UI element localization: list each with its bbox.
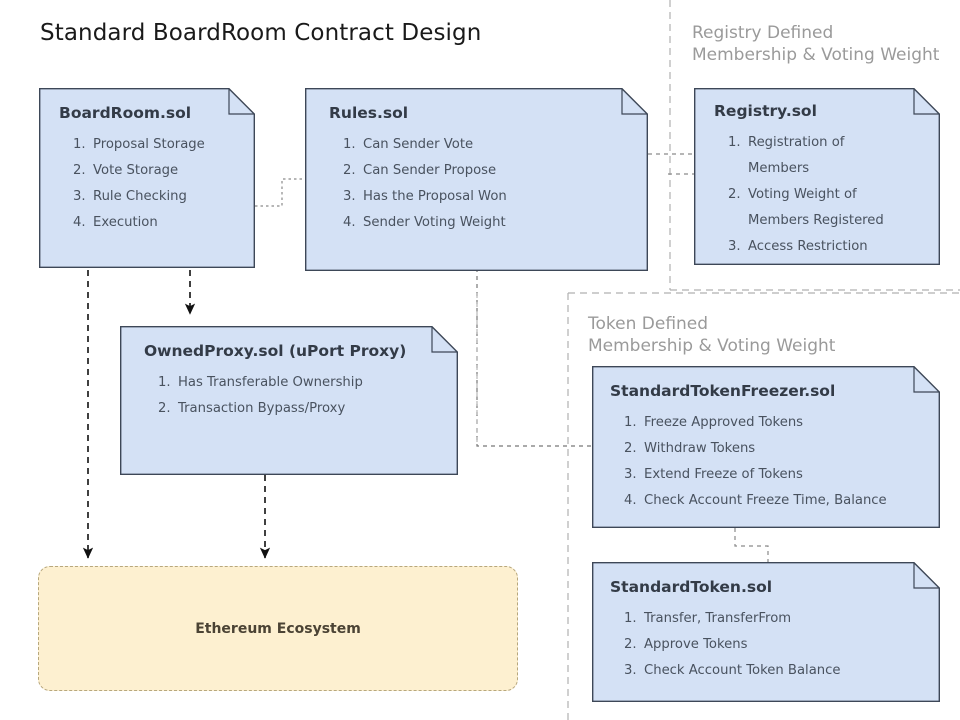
item-number: 1. — [73, 137, 86, 152]
card-list-rules: 1. Can Sender Vote 2. Can Sender Propose 3… — [325, 132, 632, 236]
list-item: 3. Check Account Token Balance — [606, 658, 924, 684]
item-number: 1. — [624, 611, 637, 626]
list-item: 3. Has the Proposal Won — [325, 184, 632, 210]
list-item: 1. Transfer, TransferFrom — [606, 606, 924, 632]
card-shape-ownedproxy — [120, 326, 458, 475]
list-item: 2. Vote Storage — [55, 158, 239, 184]
list-item: 2. Transaction Bypass/Proxy — [140, 396, 442, 422]
list-item: 3. Access Restriction — [710, 234, 926, 260]
item-text: Freeze Approved Tokens — [644, 415, 804, 430]
item-number: 2. — [624, 637, 637, 652]
card-title-standardtoken: StandardToken.sol — [610, 578, 773, 596]
card-list-standardtoken: 1. Transfer, TransferFrom 2. Approve Token… — [606, 606, 924, 684]
item-number: 2. — [343, 163, 356, 178]
page-title: Standard BoardRoom Contract Design — [40, 20, 482, 46]
item-number: 3. — [73, 189, 86, 204]
list-item: 4. Execution — [55, 210, 239, 236]
item-number: 4. — [624, 493, 637, 508]
item-text: Has the Proposal Won — [363, 189, 507, 204]
item-text: Transfer, TransferFrom — [644, 611, 792, 626]
ethereum-ecosystem-label: Ethereum Ecosystem — [195, 620, 361, 637]
item-text: Check Account Token Balance — [644, 663, 841, 678]
item-text: Execution — [93, 215, 158, 230]
item-number: 4. — [73, 215, 86, 230]
card-title-boardroom: BoardRoom.sol — [59, 104, 192, 122]
card-shape-standardtoken — [592, 562, 940, 702]
item-number: 3. — [624, 467, 637, 482]
item-text: Sender Voting Weight — [363, 215, 506, 230]
item-text: Approve Tokens — [644, 637, 748, 652]
list-item: 4. Sender Voting Weight — [325, 210, 632, 236]
list-item: 2. Can Sender Propose — [325, 158, 632, 184]
card-ownedproxy[interactable]: OwnedProxy.sol (uPort Proxy) 1. Has Trans… — [120, 326, 458, 475]
card-standardtokenfreezer[interactable]: StandardTokenFreezer.sol 1. Freeze Approv… — [592, 366, 940, 528]
card-title-registry: Registry.sol — [714, 102, 817, 120]
boardroom-to-rules-connector — [255, 178, 305, 207]
item-text: Registration of Members — [748, 135, 845, 176]
item-number: 2. — [728, 187, 741, 202]
item-number: 1. — [728, 135, 741, 150]
card-rules[interactable]: Rules.sol 1. Can Sender Vote 2. Can Sender… — [305, 88, 648, 271]
item-text: Extend Freeze of Tokens — [644, 467, 803, 482]
item-text: Transaction Bypass/Proxy — [178, 401, 346, 416]
item-number: 1. — [158, 375, 171, 390]
list-item: 2. Approve Tokens — [606, 632, 924, 658]
list-item: 3. Extend Freeze of Tokens — [606, 462, 924, 488]
card-shape-standardtokenfreezer — [592, 366, 940, 528]
card-boardroom[interactable]: BoardRoom.sol 1. Proposal Storage 2. Vote … — [39, 88, 255, 268]
registry-group-label: Registry Defined Membership & Voting Wei… — [692, 23, 940, 65]
item-text: Has Transferable Ownership — [178, 375, 363, 390]
item-number: 3. — [343, 189, 356, 204]
token-group-label: Token Defined Membership & Voting Weight — [588, 314, 836, 356]
card-registry[interactable]: Registry.sol 1. Registration of Members 2… — [694, 88, 940, 265]
rules-to-registry-connector — [648, 153, 694, 175]
list-item: 1. Has Transferable Ownership — [140, 370, 442, 396]
item-number: 3. — [624, 663, 637, 678]
list-item: 3. Rule Checking — [55, 184, 239, 210]
item-number: 2. — [158, 401, 171, 416]
list-item: 1. Registration of Members — [710, 130, 926, 182]
rules-to-token-connector — [476, 268, 592, 447]
card-standardtoken[interactable]: StandardToken.sol 1. Transfer, TransferFr… — [592, 562, 940, 702]
list-item: 2. Voting Weight of Members Registered — [710, 182, 926, 234]
list-item: 4. Check Account Freeze Time, Balance — [606, 488, 924, 514]
card-list-standardtokenfreezer: 1. Freeze Approved Tokens 2. Withdraw Toke… — [606, 410, 924, 514]
list-item: 1. Can Sender Vote — [325, 132, 632, 158]
item-number: 1. — [343, 137, 356, 152]
item-text: Can Sender Propose — [363, 163, 497, 178]
item-text: Access Restriction — [748, 239, 868, 254]
card-list-boardroom: 1. Proposal Storage 2. Vote Storage 3. Rule… — [55, 132, 239, 236]
item-number: 2. — [73, 163, 86, 178]
item-number: 4. — [343, 215, 356, 230]
card-shape-rules — [305, 88, 648, 271]
tokenfreezer-to-standardtoken-connector — [734, 528, 769, 566]
item-text: Proposal Storage — [93, 137, 205, 152]
item-text: Voting Weight of Members Registered — [748, 187, 884, 228]
card-title-ownedproxy: OwnedProxy.sol (uPort Proxy) — [144, 342, 407, 360]
ethereum-ecosystem-box[interactable]: Ethereum Ecosystem — [38, 566, 518, 691]
list-item: 2. Withdraw Tokens — [606, 436, 924, 462]
item-text: Vote Storage — [93, 163, 179, 178]
card-shape-boardroom — [39, 88, 255, 268]
list-item: 1. Proposal Storage — [55, 132, 239, 158]
card-list-registry: 1. Registration of Members 2. Voting Weigh… — [710, 130, 926, 260]
item-number: 3. — [728, 239, 741, 254]
item-text: Rule Checking — [93, 189, 187, 204]
card-title-rules: Rules.sol — [329, 104, 409, 122]
item-text: Withdraw Tokens — [644, 441, 756, 456]
item-text: Check Account Freeze Time, Balance — [644, 493, 887, 508]
card-title-standardtokenfreezer: StandardTokenFreezer.sol — [610, 382, 836, 400]
list-item: 1. Freeze Approved Tokens — [606, 410, 924, 436]
card-shape-registry — [694, 88, 940, 265]
card-list-ownedproxy: 1. Has Transferable Ownership 2. Transacti… — [140, 370, 442, 422]
item-text: Can Sender Vote — [363, 137, 474, 152]
item-number: 1. — [624, 415, 637, 430]
item-number: 2. — [624, 441, 637, 456]
